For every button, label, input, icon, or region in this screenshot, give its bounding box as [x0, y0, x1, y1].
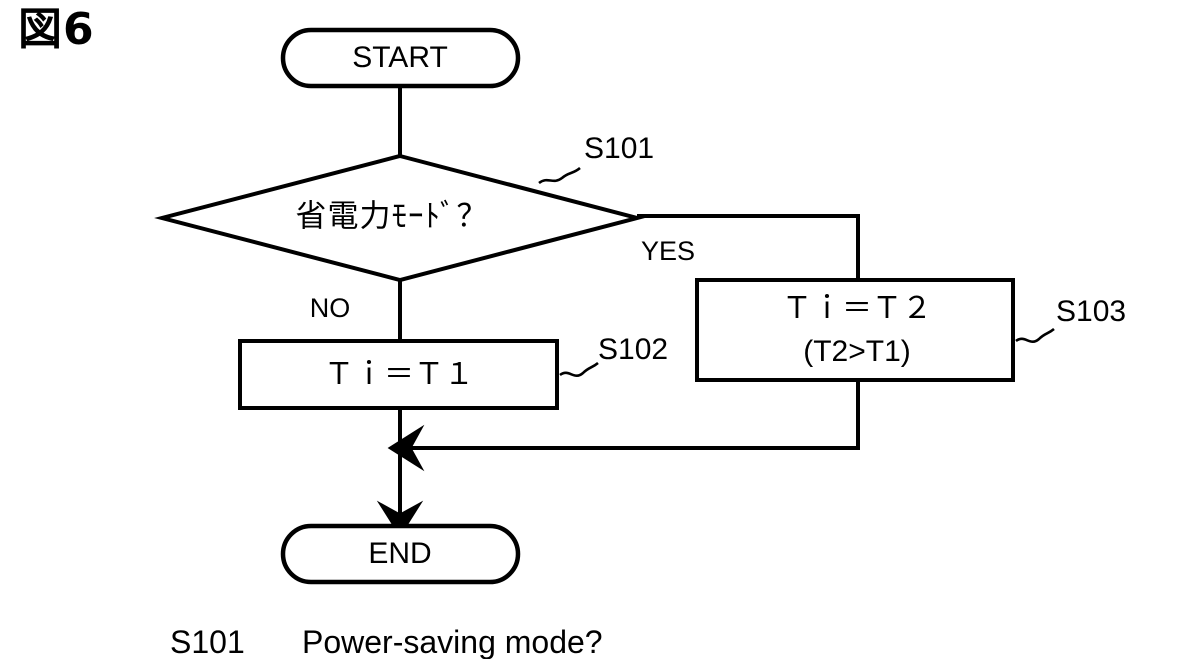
node-s103-label-line2: (T2>T1) [803, 335, 911, 368]
edge-s101-yes-to-s103 [637, 214, 860, 280]
ref-label-s103: S103 [1056, 295, 1126, 328]
node-s102-label: Ｔｉ＝Ｔ１ [324, 358, 474, 391]
caption-text: Power-saving mode? [302, 624, 603, 659]
node-s103-process[interactable] [695, 278, 1015, 382]
edge-s103-to-merge [387, 380, 860, 472]
node-s101-label: 省電力ﾓｰﾄﾞ？ [296, 199, 489, 235]
figure-title: 図6 [18, 4, 95, 55]
node-s101-decision[interactable] [154, 153, 645, 283]
caption-code: S101 [170, 624, 245, 659]
figure-caption: S101 Power-saving mode? [170, 624, 603, 659]
ref-label-s101: S101 [584, 132, 654, 165]
branch-label-no: NO [310, 293, 351, 323]
leader-s102 [559, 361, 599, 377]
node-s102-process[interactable] [238, 339, 559, 410]
node-start[interactable] [280, 27, 521, 89]
leader-s101 [538, 166, 581, 185]
leader-s103 [1015, 327, 1055, 343]
node-s103-label-line1: Ｔｉ＝Ｔ２ [782, 292, 932, 325]
node-start-label: START [352, 41, 448, 74]
node-end[interactable] [280, 523, 521, 585]
ref-label-s102: S102 [598, 333, 668, 366]
node-end-label: END [368, 537, 431, 570]
branch-label-yes: YES [641, 236, 695, 266]
